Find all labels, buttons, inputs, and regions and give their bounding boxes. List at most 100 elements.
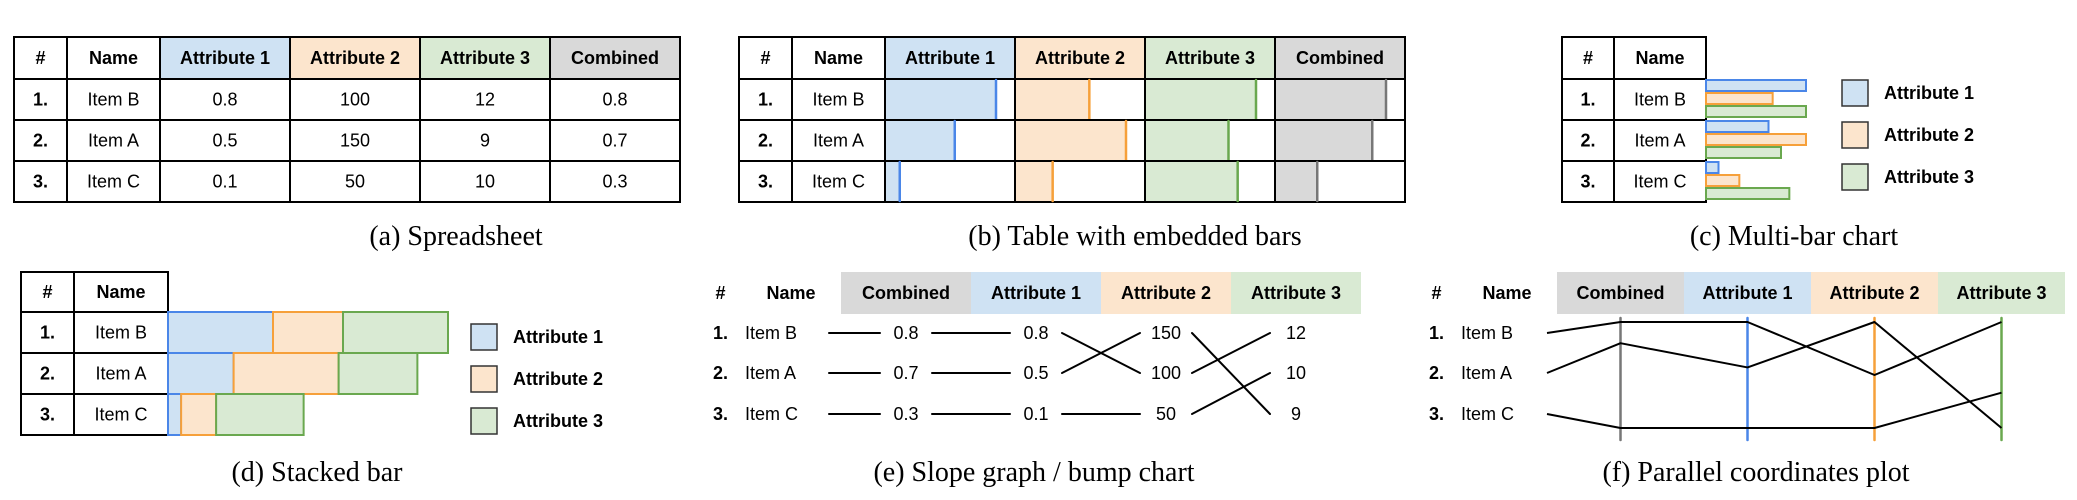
slope-value-a1: 0.8 [1023, 323, 1048, 343]
multi-bar-a3 [1705, 187, 1791, 200]
caption-b: (b) Table with embedded bars [968, 221, 1301, 252]
rank-cell [20, 311, 75, 354]
value-label: 0.5 [212, 131, 237, 151]
name-cell [66, 119, 161, 162]
header-cell-a2 [1101, 272, 1231, 314]
slope-value-a2: 100 [1151, 363, 1181, 383]
rank-label: 2. [33, 131, 48, 151]
header-cell-a2 [1811, 272, 1938, 314]
embedded-bar-comb [1276, 162, 1318, 201]
header-a3: Attribute 3 [440, 48, 530, 68]
value-label: 12 [475, 90, 495, 110]
caption-a: (a) Spreadsheet [369, 221, 543, 252]
legend-label-a3: Attribute 3 [1884, 167, 1974, 187]
header-a1: Attribute 1 [905, 48, 995, 68]
value-label: 0.3 [602, 172, 627, 192]
name-cell [66, 160, 161, 203]
value-label: 9 [480, 131, 490, 151]
legend-swatch-a1 [1841, 79, 1869, 107]
rank-label: 3. [33, 172, 48, 192]
stacked-segment-a2 [272, 311, 344, 354]
rank-label: 3. [758, 172, 773, 192]
header-cell-a1 [971, 272, 1101, 314]
embedded-bar-a1 [886, 162, 900, 201]
stacked-segment-a2 [180, 393, 218, 436]
item-name: Item B [812, 90, 864, 110]
legend-label-a2: Attribute 2 [513, 369, 603, 389]
rank-cell [738, 160, 793, 203]
legend-label-a3: Attribute 3 [513, 411, 603, 431]
parallel-line [1546, 391, 2002, 429]
rank-label: 3. [1580, 172, 1595, 192]
rank-cell [1561, 160, 1615, 203]
header-a3: Attribute 3 [1957, 283, 2047, 303]
stacked-segment-a3 [342, 311, 449, 354]
rank-label: 2. [40, 364, 55, 384]
header-a2: Attribute 2 [1035, 48, 1125, 68]
header-a1: Attribute 1 [180, 48, 270, 68]
caption-c: (c) Multi-bar chart [1690, 221, 1899, 252]
header-comb: Combined [1296, 48, 1384, 68]
value-label: 0.7 [602, 131, 627, 151]
slope-value-a3: 9 [1291, 404, 1301, 424]
header-cell-a3 [1144, 36, 1276, 80]
rank-cell [738, 119, 793, 162]
header-cell-a3 [1938, 272, 2065, 314]
header-num: # [35, 48, 45, 68]
slope-value-a2: 50 [1156, 404, 1176, 424]
header-name: Name [96, 282, 145, 302]
rank-label: 1. [758, 90, 773, 110]
multi-bar-a2 [1705, 92, 1774, 105]
embedded-bar-a2 [1016, 162, 1053, 201]
name-cell [1613, 78, 1707, 121]
value-label: 150 [340, 131, 370, 151]
slope-value-a3: 12 [1286, 323, 1306, 343]
header-comb: Combined [571, 48, 659, 68]
slope-line [1061, 332, 1141, 374]
item-name: Item C [812, 172, 865, 192]
rank-label: 1. [1580, 90, 1595, 110]
header-a2: Attribute 2 [1830, 283, 1920, 303]
item-name: Item C [94, 405, 147, 425]
item-name: Item C [87, 172, 140, 192]
value-label: 100 [340, 90, 370, 110]
value-cell [159, 78, 291, 121]
slope-value-comb: 0.8 [893, 323, 918, 343]
header-name: Name [89, 48, 138, 68]
embedded-bar-a1 [886, 80, 996, 119]
header-a3: Attribute 3 [1251, 283, 1341, 303]
item-name: Item C [745, 404, 798, 424]
value-cell [419, 160, 551, 203]
slope-value-a1: 0.1 [1023, 404, 1048, 424]
header-cell [73, 271, 169, 313]
slope-line [1191, 332, 1271, 415]
header-comb: Combined [862, 283, 950, 303]
item-name: Item A [88, 131, 139, 151]
header-a2: Attribute 2 [310, 48, 400, 68]
header-num: # [1583, 48, 1593, 68]
rank-cell [1561, 119, 1615, 162]
header-name: Name [814, 48, 863, 68]
rank-label: 3. [1429, 404, 1444, 424]
rank-label: 3. [713, 404, 728, 424]
value-label: 0.8 [212, 90, 237, 110]
rank-label: 2. [758, 131, 773, 151]
multi-bar-a3 [1705, 105, 1807, 118]
name-cell [73, 311, 169, 354]
header-cell-a3 [419, 36, 551, 80]
embedded-bar-a2 [1016, 80, 1090, 119]
stacked-segment-a3 [215, 393, 305, 436]
header-a3: Attribute 3 [1165, 48, 1255, 68]
stacked-segment-a3 [337, 352, 419, 395]
header-num: # [42, 282, 52, 302]
rank-label: 2. [1580, 131, 1595, 151]
item-name: Item A [1461, 363, 1512, 383]
legend-swatch-a1 [470, 323, 498, 351]
item-name: Item B [1634, 90, 1686, 110]
rank-cell [738, 78, 793, 121]
value-label: 0.8 [602, 90, 627, 110]
